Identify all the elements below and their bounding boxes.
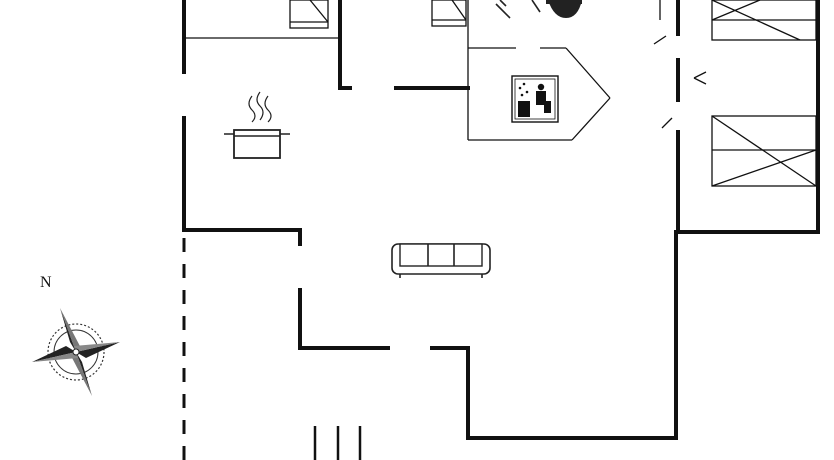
compass-rose-icon bbox=[32, 308, 120, 396]
sofa-icon bbox=[391, 243, 491, 278]
toilet-icon bbox=[495, 0, 582, 19]
bottom-posts bbox=[313, 426, 362, 460]
sauna-icon bbox=[511, 75, 559, 123]
walls bbox=[182, 0, 820, 440]
bed-top bbox=[711, 0, 817, 41]
cabinet-right bbox=[431, 0, 467, 27]
compass-north-label: N bbox=[40, 274, 52, 291]
bed-bottom bbox=[711, 115, 817, 187]
cooking-pot-icon bbox=[224, 91, 290, 159]
cabinet-left bbox=[289, 0, 329, 29]
